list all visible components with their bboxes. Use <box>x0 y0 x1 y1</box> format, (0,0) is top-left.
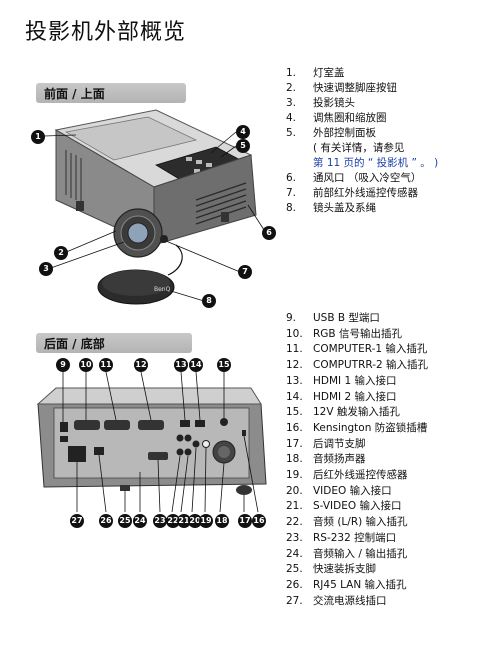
legend-item-1: 1.灯室盖 <box>286 67 345 79</box>
callout-1: 1 <box>31 130 45 144</box>
callout-3: 3 <box>39 262 53 276</box>
legend-item-10: 10.RGB 信号输出插孔 <box>286 327 402 340</box>
legend-item-5: 5.外部控制面板 <box>286 127 376 139</box>
callout-11: 11 <box>99 358 113 372</box>
legend-item-3: 3.投影镜头 <box>286 97 355 109</box>
legend-item-27: 27.交流电源线插口 <box>286 594 387 607</box>
callout-25: 25 <box>118 514 132 528</box>
callout-17: 17 <box>238 514 252 528</box>
legend-item-7: 7.前部红外线遥控传感器 <box>286 187 418 199</box>
callout-6: 6 <box>262 226 276 240</box>
legend-item-22: 22.音频 (L/R) 输入插孔 <box>286 516 408 529</box>
legend-note: ( 有关详情，请参见 <box>313 142 405 154</box>
legend-item-15: 15.12V 触发输入插孔 <box>286 406 400 419</box>
legend-item-9: 9.USB B 型端口 <box>286 312 380 324</box>
callout-15: 15 <box>217 358 231 372</box>
callout-24: 24 <box>133 514 147 528</box>
page-title: 投影机外部概览 <box>25 20 187 45</box>
callout-26: 26 <box>99 514 113 528</box>
legend-item-12: 12.COMPUTRR-2 输入插孔 <box>286 359 429 372</box>
callout-23: 23 <box>153 514 167 528</box>
projector-rear-illustration <box>36 372 267 512</box>
legend-item-25: 25.快速装拆支脚 <box>286 563 376 576</box>
callout-20: 20 <box>188 514 202 528</box>
legend-item-24: 24.音频输入 / 输出插孔 <box>286 547 408 560</box>
rear-legend: 9.USB B 型端口 10.RGB 信号输出插孔 11.COMPUTER-1 … <box>286 311 428 609</box>
callout-2: 2 <box>54 246 68 260</box>
legend-item-4: 4.调焦圈和缩放圈 <box>286 112 387 124</box>
section-header-front: 前面 / 上面 <box>36 83 186 103</box>
callout-16: 16 <box>252 514 266 528</box>
legend-item-16: 16.Kensington 防盗锁插槽 <box>286 421 428 434</box>
callout-9: 9 <box>56 358 70 372</box>
projector-front-illustration: BenQ <box>43 109 267 305</box>
callout-21: 21 <box>177 514 191 528</box>
callout-4: 4 <box>236 125 250 139</box>
callout-10: 10 <box>79 358 93 372</box>
legend-item-18: 18.音频扬声器 <box>286 453 366 466</box>
callout-14: 14 <box>189 358 203 372</box>
callout-12: 12 <box>134 358 148 372</box>
legend-item-21: 21.S-VIDEO 输入接口 <box>286 500 402 513</box>
legend-item-20: 20.VIDEO 输入接口 <box>286 484 392 497</box>
legend-item-26: 26.RJ45 LAN 输入插孔 <box>286 578 407 591</box>
legend-item-13: 13.HDMI 1 输入接口 <box>286 374 397 387</box>
callout-8: 8 <box>202 294 216 308</box>
front-legend: 1.灯室盖 2.快速调整脚座按钮 3.投影镜头 4.调焦圈和缩放圈 5.外部控制… <box>286 66 438 216</box>
legend-item-17: 17.后调节支脚 <box>286 437 366 450</box>
callout-7: 7 <box>238 265 252 279</box>
section-header-front-label: 前面 / 上面 <box>44 87 105 101</box>
callout-19: 19 <box>199 514 213 528</box>
lens-cap-brand: BenQ <box>154 286 171 293</box>
section-header-rear-label: 后面 / 底部 <box>44 337 105 351</box>
callout-22: 22 <box>166 514 180 528</box>
legend-item-8: 8.镜头盖及系绳 <box>286 202 376 214</box>
callout-13: 13 <box>174 358 188 372</box>
legend-item-2: 2.快速调整脚座按钮 <box>286 82 397 94</box>
page-reference-link[interactable]: 第 11 页的 “ 投影机 ” 。 ) <box>313 157 439 169</box>
legend-item-14: 14.HDMI 2 输入接口 <box>286 390 397 403</box>
legend-item-23: 23.RS-232 控制端口 <box>286 531 397 544</box>
callout-18: 18 <box>215 514 229 528</box>
legend-item-19: 19.后红外线遥控传感器 <box>286 469 408 482</box>
section-header-rear: 后面 / 底部 <box>36 333 192 353</box>
callout-27: 27 <box>70 514 84 528</box>
legend-item-6: 6.通风口 （吸入冷空气） <box>286 172 422 184</box>
legend-item-11: 11.COMPUTER-1 输入插孔 <box>286 343 428 356</box>
callout-5: 5 <box>236 139 250 153</box>
